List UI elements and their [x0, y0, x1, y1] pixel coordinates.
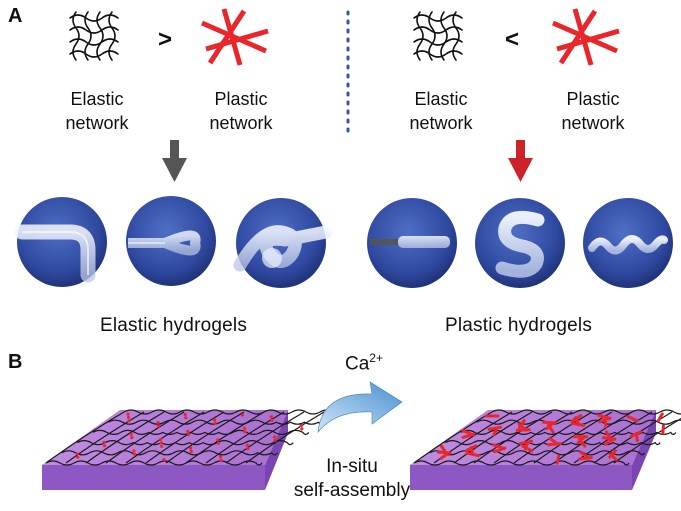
hydrogel-slab-before	[42, 409, 341, 490]
label-plastic-right-line1: Plastic	[566, 89, 620, 109]
ion-symbol: Ca	[345, 353, 370, 375]
photo-bent-tube	[14, 197, 107, 287]
label-elastic-left-line2: network	[65, 113, 129, 133]
label-elastic-right-line1: Elastic	[414, 89, 468, 109]
hydrogel-slab-after	[410, 409, 681, 490]
comparator-greater: >	[158, 26, 173, 53]
label-elastic-right-line2: network	[409, 113, 473, 133]
down-arrow-gray	[162, 140, 187, 182]
label-elastic-left-line1: Elastic	[70, 89, 124, 109]
wavy-mesh-icon	[69, 11, 119, 61]
wavy-mesh-icon	[413, 11, 463, 61]
label-plastic-right-line2: network	[561, 113, 625, 133]
crossed-lines-icon	[553, 9, 619, 65]
panel-letter-a: A	[8, 5, 23, 27]
caption-elastic-hydrogels: Elastic hydrogels	[100, 315, 248, 336]
panel-letter-b: B	[8, 351, 23, 373]
down-arrow-red	[508, 140, 533, 182]
photo-knotted-tube	[233, 198, 333, 288]
ion-charge: 2+	[369, 351, 383, 365]
ion-label: Ca2+	[345, 352, 383, 373]
process-label-line1: In-situ	[326, 456, 378, 477]
label-plastic-left-line2: network	[209, 113, 273, 133]
comparator-less: <	[505, 26, 520, 53]
caption-plastic-hydrogels: Plastic hydrogels	[445, 315, 593, 336]
label-plastic-left-line1: Plastic	[214, 89, 268, 109]
photo-s-shaped-rod	[475, 198, 565, 288]
photo-straight-rod	[367, 198, 457, 288]
process-label-line2: self-assembly	[293, 480, 411, 501]
curved-arrow-icon	[317, 381, 403, 433]
photo-looped-tube	[126, 196, 216, 286]
crossed-lines-icon	[202, 9, 268, 65]
photo-wavy-rod	[583, 198, 673, 288]
